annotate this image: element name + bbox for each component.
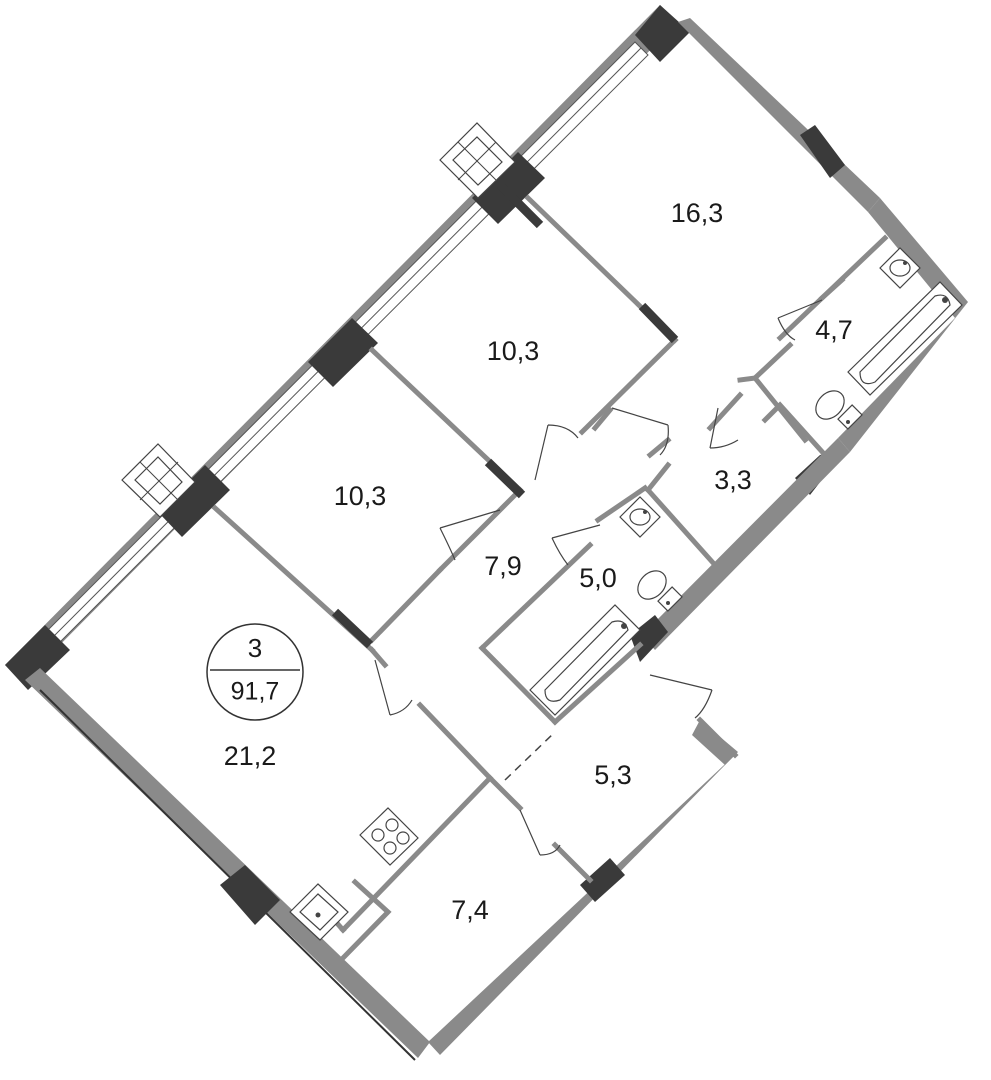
stove-icon xyxy=(359,807,419,866)
room-area-living-kitchen: 21,2 xyxy=(224,741,277,771)
master-bathtub-icon xyxy=(847,281,963,396)
apartment-summary-badge: 3 91,7 xyxy=(206,623,304,721)
rooms-count: 3 xyxy=(248,633,262,663)
doors xyxy=(374,299,823,856)
sink-icon xyxy=(619,496,661,538)
room-area-bedroom-master: 16,3 xyxy=(671,198,724,228)
toilet-icon xyxy=(637,570,683,612)
room-area-bathroom-master: 4,7 xyxy=(815,315,853,345)
room-area-entrance: 5,3 xyxy=(594,760,632,790)
kitchen-sink-icon xyxy=(289,883,349,941)
room-area-wardrobe: 3,3 xyxy=(714,465,752,495)
vent-box-2 xyxy=(439,122,516,199)
room-area-storage: 7,4 xyxy=(451,895,489,925)
room-area-bathroom: 5,0 xyxy=(579,563,617,593)
room-area-bedroom-2: 10,3 xyxy=(487,336,540,366)
interior-walls xyxy=(211,181,889,962)
master-toilet-icon xyxy=(815,390,863,430)
room-area-hall: 7,9 xyxy=(484,551,522,581)
outer-walls xyxy=(5,5,968,1061)
total-area: 91,7 xyxy=(231,678,280,706)
room-area-bedroom-1: 10,3 xyxy=(334,481,387,511)
room-labels: 21,2 10,3 10,3 16,3 4,7 3,3 5,0 7,9 5,3 … xyxy=(224,198,853,925)
bathtub-icon xyxy=(529,604,641,716)
vent-box-1 xyxy=(121,443,196,518)
master-sink-icon xyxy=(879,247,921,289)
